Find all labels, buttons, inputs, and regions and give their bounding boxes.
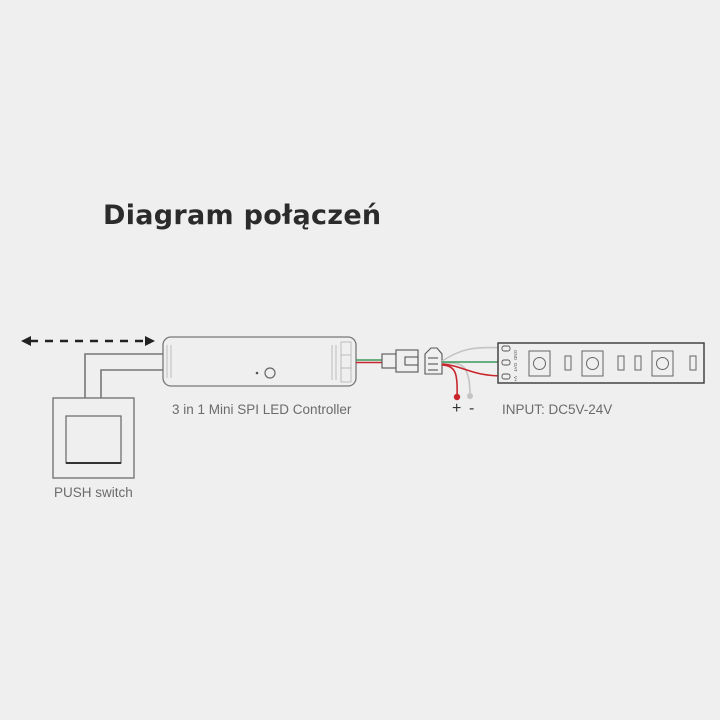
led-strip: GND DAT V+ xyxy=(497,342,705,384)
switch-label: PUSH switch xyxy=(54,485,133,500)
pin-vplus: V+ xyxy=(513,376,518,382)
pin-dat: DAT xyxy=(513,363,518,372)
pin-gnd: GND xyxy=(513,350,518,361)
push-switch xyxy=(52,397,135,479)
plus-label: + xyxy=(452,400,462,417)
female-connector xyxy=(424,347,443,375)
dashed-arrow-icon xyxy=(21,336,155,346)
input-voltage-label: INPUT: DC5V-24V xyxy=(502,402,613,417)
diagram-title: Diagram połączeń xyxy=(103,200,382,231)
controller-label: 3 in 1 Mini SPI LED Controller xyxy=(172,402,352,417)
minus-terminal xyxy=(467,393,473,399)
male-connector xyxy=(381,349,419,373)
minus-label: - xyxy=(469,400,475,417)
plus-terminal xyxy=(453,393,461,401)
controller-box xyxy=(162,336,357,387)
switch-wires xyxy=(84,353,164,399)
